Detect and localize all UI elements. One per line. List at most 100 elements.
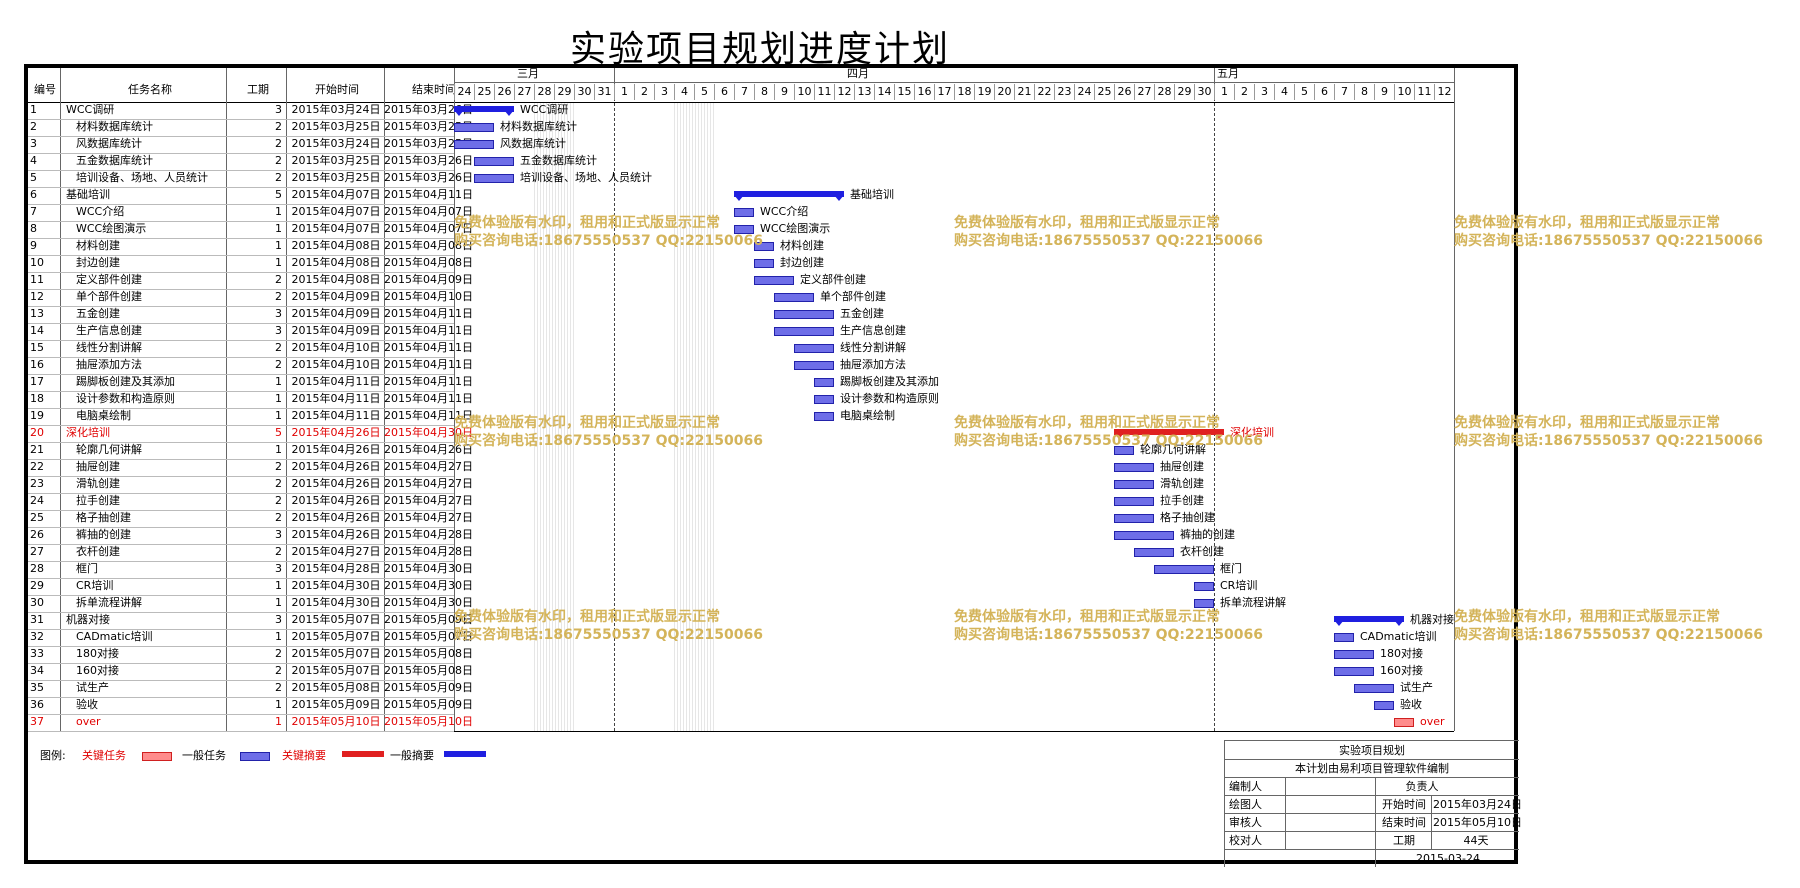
task-bar[interactable] bbox=[1194, 599, 1214, 608]
task-name[interactable]: 裤抽的创建 bbox=[76, 528, 131, 541]
task-bar[interactable] bbox=[1114, 480, 1154, 489]
day-number: 16 bbox=[914, 84, 934, 100]
bar-label: 材料创建 bbox=[780, 239, 824, 252]
task-name[interactable]: 封边创建 bbox=[76, 256, 120, 269]
task-name[interactable]: 定义部件创建 bbox=[76, 273, 142, 286]
task-name[interactable]: 衣杆创建 bbox=[76, 545, 120, 558]
task-name[interactable]: 基础培训 bbox=[66, 188, 110, 201]
task-duration: 2 bbox=[275, 154, 282, 167]
task-bar[interactable] bbox=[774, 327, 834, 336]
task-bar[interactable] bbox=[1114, 446, 1134, 455]
task-bar[interactable] bbox=[794, 361, 834, 370]
task-name[interactable]: CADmatic培训 bbox=[76, 630, 153, 643]
task-bar[interactable] bbox=[814, 378, 834, 387]
task-bar[interactable] bbox=[1134, 548, 1174, 557]
task-bar[interactable] bbox=[754, 259, 774, 268]
task-bar[interactable] bbox=[474, 174, 514, 183]
task-start: 2015年04月11日 bbox=[291, 409, 381, 422]
task-name[interactable]: 生产信息创建 bbox=[76, 324, 142, 337]
task-bar[interactable] bbox=[774, 310, 834, 319]
task-name[interactable]: 试生产 bbox=[76, 681, 109, 694]
task-bar[interactable] bbox=[1354, 684, 1394, 693]
column-divider bbox=[226, 68, 227, 731]
task-name[interactable]: 电脑桌绘制 bbox=[76, 409, 131, 422]
task-id: 16 bbox=[30, 358, 44, 371]
task-bar[interactable] bbox=[474, 157, 514, 166]
task-name[interactable]: WCC调研 bbox=[66, 103, 115, 116]
task-name[interactable]: over bbox=[76, 715, 101, 728]
summary-bar[interactable] bbox=[1334, 616, 1404, 622]
task-bar[interactable] bbox=[814, 395, 834, 404]
task-bar[interactable] bbox=[1114, 514, 1154, 523]
row-line bbox=[28, 714, 454, 715]
task-duration: 1 bbox=[275, 409, 282, 422]
task-name[interactable]: 培训设备、场地、人员统计 bbox=[76, 171, 208, 184]
task-start: 2015年04月11日 bbox=[291, 392, 381, 405]
task-bar[interactable] bbox=[1114, 497, 1154, 506]
task-name[interactable]: 框门 bbox=[76, 562, 98, 575]
task-bar[interactable] bbox=[1334, 650, 1374, 659]
task-name[interactable]: 验收 bbox=[76, 698, 98, 711]
task-name[interactable]: 格子抽创建 bbox=[76, 511, 131, 524]
task-bar[interactable] bbox=[454, 123, 494, 132]
row-line bbox=[28, 442, 454, 443]
task-name[interactable]: CR培训 bbox=[76, 579, 114, 592]
task-bar[interactable] bbox=[774, 293, 814, 302]
task-name[interactable]: 线性分割讲解 bbox=[76, 341, 142, 354]
task-name[interactable]: 五金数据库统计 bbox=[76, 154, 153, 167]
task-name[interactable]: 深化培训 bbox=[66, 426, 110, 439]
task-bar[interactable] bbox=[1154, 565, 1214, 574]
task-bar[interactable] bbox=[1334, 667, 1374, 676]
task-name[interactable]: 160对接 bbox=[76, 664, 119, 677]
task-bar[interactable] bbox=[754, 242, 774, 251]
task-name[interactable]: 抽屉添加方法 bbox=[76, 358, 142, 371]
row-line bbox=[28, 459, 454, 460]
task-name[interactable]: WCC绘图演示 bbox=[76, 222, 147, 235]
task-bar[interactable] bbox=[1114, 531, 1174, 540]
task-bar[interactable] bbox=[1194, 582, 1214, 591]
task-name[interactable]: 滑轨创建 bbox=[76, 477, 120, 490]
bar-label: 衣杆创建 bbox=[1180, 545, 1224, 558]
info-end-value: 2015年05月10日 bbox=[1433, 816, 1522, 829]
task-bar[interactable] bbox=[454, 140, 494, 149]
task-bar[interactable] bbox=[1374, 701, 1394, 710]
row-line bbox=[28, 476, 454, 477]
task-end: 2015年03月26日 bbox=[384, 171, 473, 184]
task-duration: 2 bbox=[275, 477, 282, 490]
row-line bbox=[28, 595, 454, 596]
day-number: 21 bbox=[1014, 84, 1034, 100]
task-name[interactable]: 轮廓几何讲解 bbox=[76, 443, 142, 456]
task-name[interactable]: 抽屉创建 bbox=[76, 460, 120, 473]
task-name[interactable]: 机器对接 bbox=[66, 613, 110, 626]
task-name[interactable]: 材料创建 bbox=[76, 239, 120, 252]
task-bar[interactable] bbox=[734, 225, 754, 234]
task-bar[interactable] bbox=[1334, 633, 1354, 642]
bar-label: 设计参数和构造原则 bbox=[840, 392, 939, 405]
task-name[interactable]: 180对接 bbox=[76, 647, 119, 660]
summary-bar[interactable] bbox=[1114, 429, 1224, 435]
task-bar[interactable] bbox=[734, 208, 754, 217]
task-bar[interactable] bbox=[1394, 718, 1414, 727]
task-name[interactable]: 五金创建 bbox=[76, 307, 120, 320]
task-end: 2015年04月27日 bbox=[384, 477, 473, 490]
row-line bbox=[28, 408, 454, 409]
summary-bar[interactable] bbox=[734, 191, 844, 197]
task-name[interactable]: 踢脚板创建及其添加 bbox=[76, 375, 175, 388]
task-name[interactable]: 拉手创建 bbox=[76, 494, 120, 507]
bar-label: 抽屉创建 bbox=[1160, 460, 1204, 473]
task-name[interactable]: 设计参数和构造原则 bbox=[76, 392, 175, 405]
summary-bar[interactable] bbox=[454, 106, 514, 112]
task-name[interactable]: 单个部件创建 bbox=[76, 290, 142, 303]
task-bar[interactable] bbox=[1114, 463, 1154, 472]
task-bar[interactable] bbox=[794, 344, 834, 353]
task-duration: 1 bbox=[275, 256, 282, 269]
task-name[interactable]: WCC介绍 bbox=[76, 205, 125, 218]
task-name[interactable]: 拆单流程讲解 bbox=[76, 596, 142, 609]
task-bar[interactable] bbox=[814, 412, 834, 421]
task-name[interactable]: 材料数据库统计 bbox=[76, 120, 153, 133]
summary-cap bbox=[1214, 433, 1224, 439]
row-line bbox=[28, 731, 454, 732]
day-number: 10 bbox=[794, 84, 814, 100]
task-bar[interactable] bbox=[754, 276, 794, 285]
task-name[interactable]: 风数据库统计 bbox=[76, 137, 142, 150]
